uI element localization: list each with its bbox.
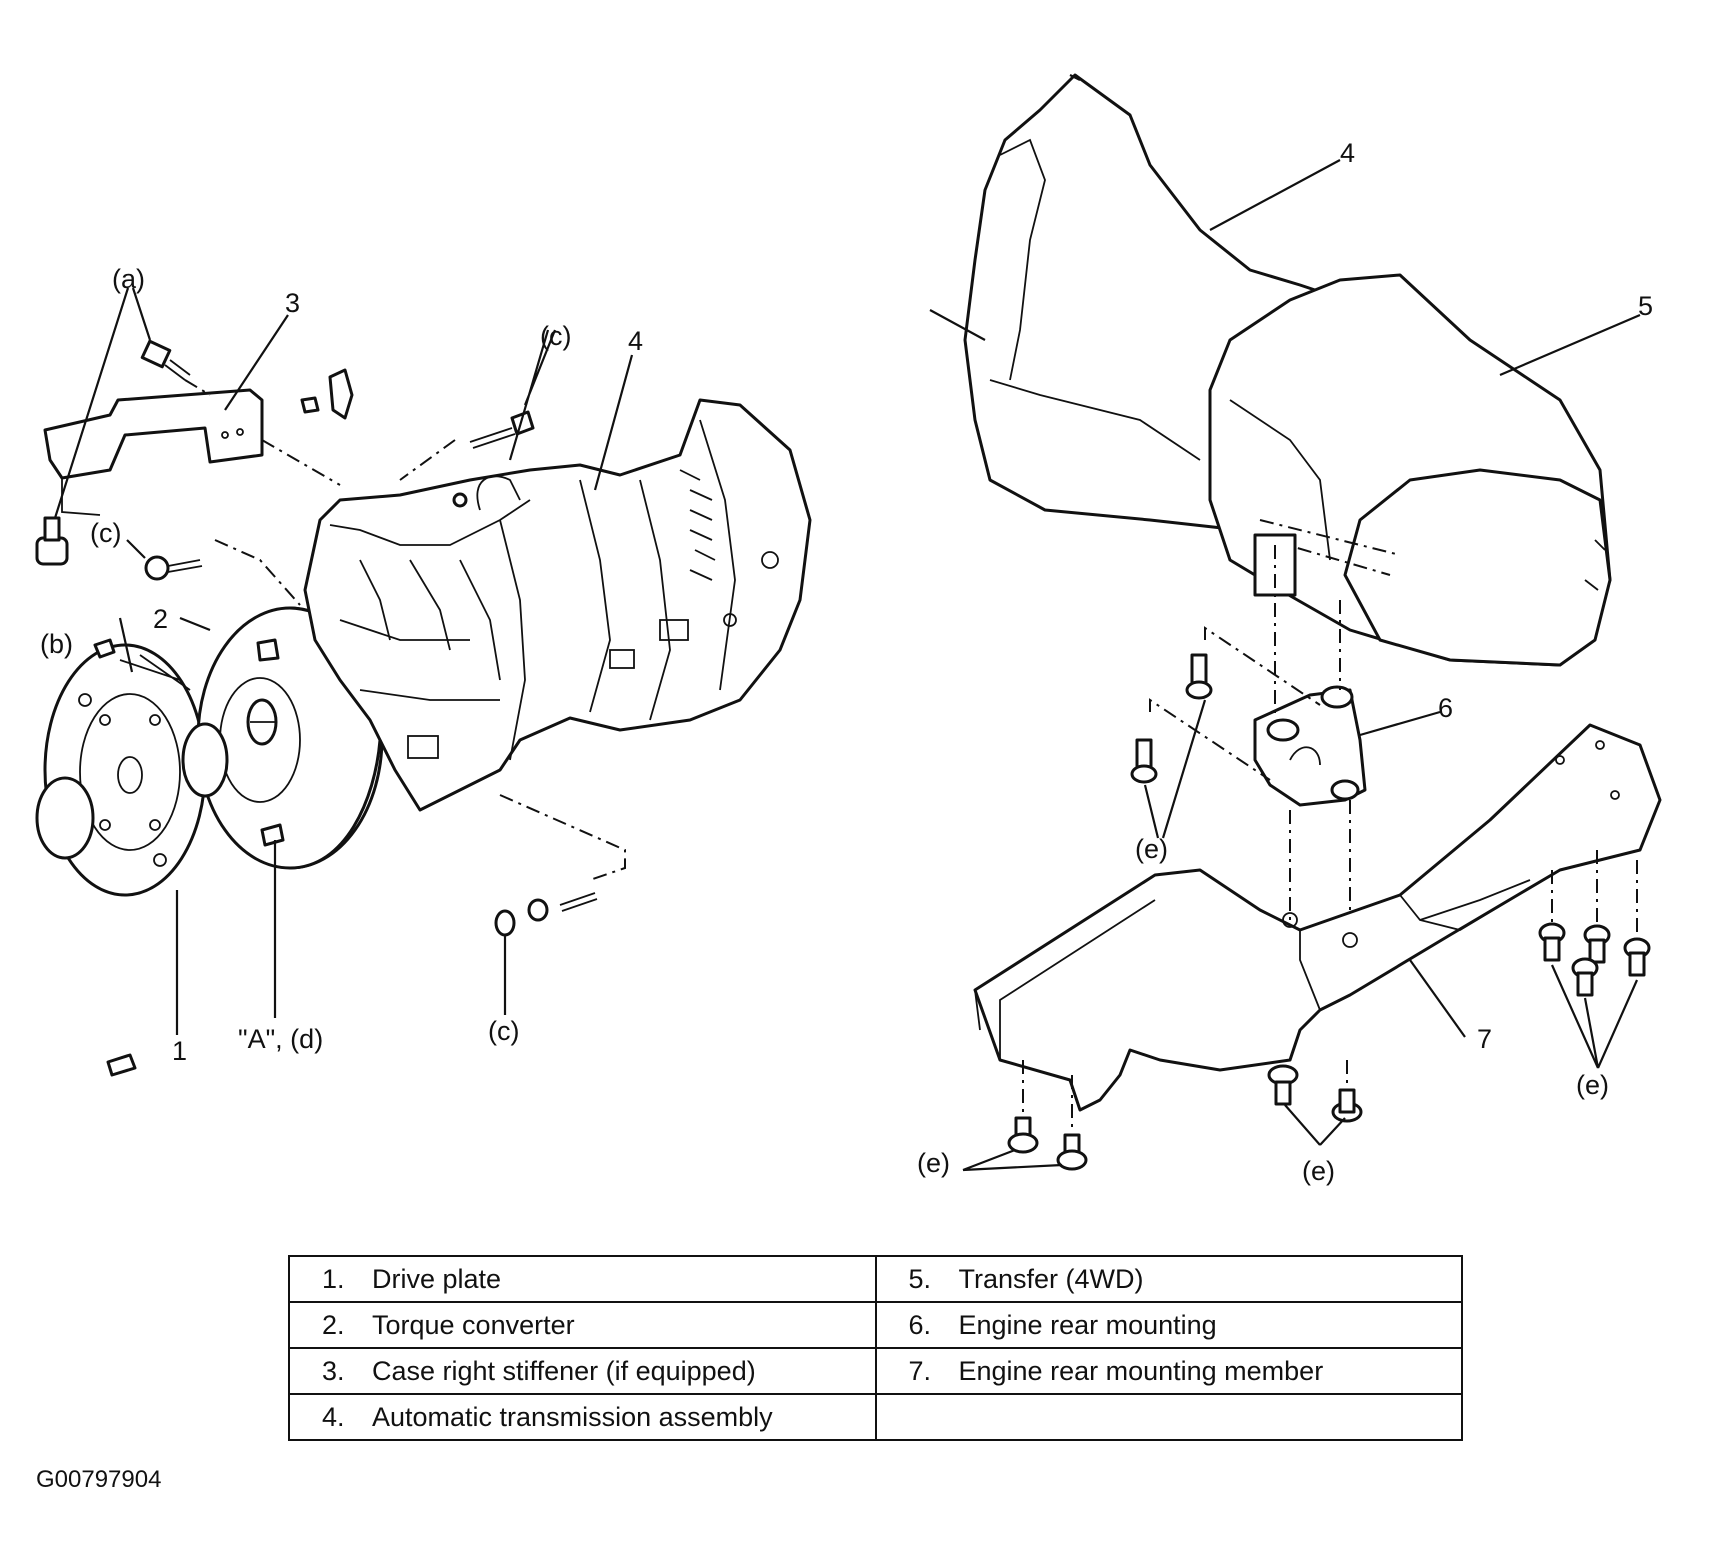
legend-text: Torque converter [372,1309,575,1340]
legend-row: 3. Case right stiffener (if equipped) 7. E… [288,1347,1463,1395]
label-d: "A", (d) [238,1024,323,1054]
legend-row: 4. Automatic transmission assembly [288,1393,1463,1441]
legend-number: 6. [908,1309,932,1340]
engine-rear-mounting [1253,685,1367,807]
legend-number: 4. [322,1401,345,1432]
legend-cell [874,1393,1463,1441]
legend-number: 1. [322,1263,345,1294]
label-e-bottom-center: (e) [1302,1156,1335,1186]
transfer-4wd [1208,273,1612,667]
bolt-c-lower [494,794,626,937]
legend-cell: 1. Drive plate [288,1255,877,1303]
bolt-b [93,638,116,659]
exploded-view-diagram: (a) 3 (c) 4 (c) 2 (b) 1 "A", (d) (c) 4 5… [35,73,1662,1186]
automatic-transmission-assembly [303,398,812,812]
legend-text: Automatic transmission assembly [372,1401,773,1432]
case-right-stiffener [43,388,264,516]
bolt-d [260,823,285,847]
bolt-loose [106,1053,137,1077]
label-e-upper: (e) [1135,834,1168,864]
label-c-lower: (c) [488,1016,519,1046]
bolt-c-upper [469,410,535,449]
left-assembly [35,287,812,1077]
legend-cell: 5. Transfer (4WD) [874,1255,1463,1303]
label-5: 5 [1638,291,1653,321]
legend-cell: 4. Automatic transmission assembly [288,1393,877,1441]
legend-text: Engine rear mounting [958,1309,1217,1340]
label-b: (b) [40,629,73,659]
bolts-e-bottom-center [1267,1060,1363,1146]
legend-row: 2. Torque converter 6. Engine rear mountin… [288,1301,1463,1349]
bolt-a-upper [140,339,191,381]
label-1: 1 [172,1036,187,1066]
legend-text: Case right stiffener (if equipped) [372,1355,756,1386]
label-e-bottom-left: (e) [917,1148,950,1178]
label-7: 7 [1477,1024,1492,1054]
label-e-right: (e) [1576,1070,1609,1100]
label-a: (a) [112,264,145,294]
drive-plate-hub [35,776,95,860]
label-2: 2 [153,604,168,634]
bolts-e-right [1538,850,1651,1069]
bolts-e-bottom-left [962,1060,1088,1172]
legend-cell: 2. Torque converter [288,1301,877,1349]
legend-row: 1. Drive plate 5. Transfer (4WD) [288,1255,1463,1303]
legend-number: 3. [322,1355,345,1386]
legend-text: Engine rear mounting member [958,1355,1324,1386]
label-4-right: 4 [1340,138,1355,168]
legend-cell: 7. Engine rear mounting member [874,1347,1463,1395]
legend-number: 5. [908,1263,932,1294]
label-3-left: 3 [285,288,300,318]
legend-cell: 6. Engine rear mounting [874,1301,1463,1349]
legend-text: Drive plate [372,1263,502,1294]
right-assembly [929,73,1662,1172]
bolt-c-left [144,555,203,581]
figure-code: G00797904 [36,1466,162,1493]
bolt-a-lower [35,516,69,566]
label-c-upper: (c) [540,321,571,351]
label-6: 6 [1438,693,1453,723]
parts-legend-table: 1. Drive plate 5. Transfer (4WD) 2. Torque … [288,1255,1463,1441]
legend-text: Transfer (4WD) [958,1263,1144,1294]
label-c-left: (c) [90,518,121,548]
legend-number: 7. [908,1355,932,1386]
legend-cell: 3. Case right stiffener (if equipped) [288,1347,877,1395]
engine-rear-mounting-member [973,723,1662,1112]
legend-number: 2. [322,1309,345,1340]
bolts-e-upper [1130,626,1321,839]
label-4-left: 4 [628,326,643,356]
